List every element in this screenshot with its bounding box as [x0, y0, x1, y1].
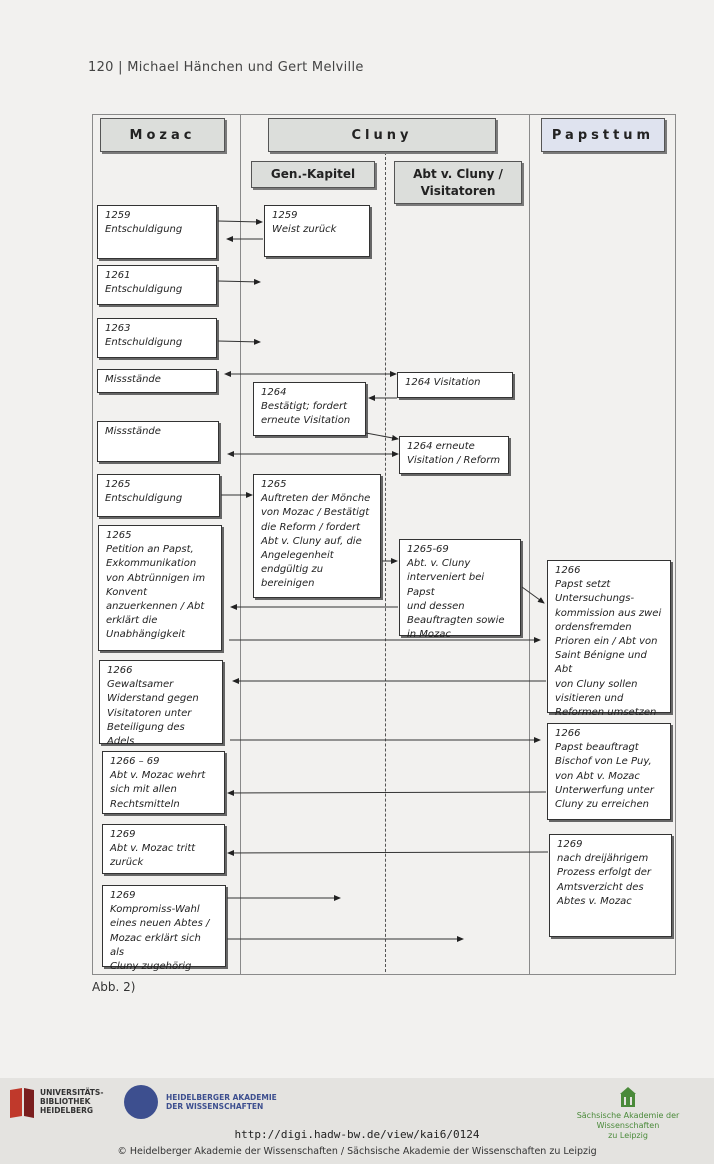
saw-label: Sächsische Akademie der Wissenschaften z…: [576, 1111, 680, 1140]
column-divider-2: [529, 114, 530, 975]
mozac-box-1269-wahl: 1269 Kompromiss-Wahl eines neuen Abtes /…: [102, 885, 226, 972]
arrow-abt-to-papst: [521, 586, 545, 604]
genkapitel-box-1265: 1265 Auftreten der Mönche von Mozac / Be…: [253, 474, 381, 598]
papst-box-1269: 1269 nach dreijährigem Prozess erfolgt d…: [549, 834, 672, 937]
ub-heidelberg-label: UNIVERSITÄTS- BIBLIOTHEK HEIDELBERG: [40, 1088, 104, 1115]
subheader-gen-kapitel: Gen.-Kapitel: [251, 161, 375, 188]
copyright-line: © Heidelberger Akademie der Wissenschaft…: [117, 1146, 597, 1157]
abt-box-1265-69: 1265-69 Abt. v. Cluny interveniert bei P…: [399, 539, 521, 640]
mozac-box-1263: 1263 Entschuldigung: [97, 318, 217, 358]
mozac-box-1259: 1259 Entschuldigung: [97, 205, 217, 259]
figure-caption: Abb. 2): [92, 980, 136, 994]
diagram-frame: [92, 114, 676, 975]
running-header: 120 | Michael Hänchen und Gert Melville: [88, 60, 364, 75]
column-header-cluny: Cluny: [268, 118, 496, 152]
mozac-box-missstaende-1: Missstände: [97, 369, 217, 393]
genkapitel-box-1264: 1264 Bestätigt; fordert erneute Visitati…: [253, 382, 366, 436]
mozac-box-1269-ruecktritt: 1269 Abt v. Mozac tritt zurück: [102, 824, 225, 874]
column-divider-1: [240, 114, 241, 975]
footer-bar: [0, 1078, 714, 1164]
arrow-gen-to-erneut: [365, 432, 399, 441]
arrow-papst-to-1269: [227, 849, 549, 856]
cluny-divider-dashed: [385, 152, 386, 972]
had-seal-icon: [124, 1085, 158, 1119]
mozac-box-missstaende-2: Missstände: [97, 421, 219, 462]
had-label: HEIDELBERGER AKADEMIE DER WISSENSCHAFTEN: [166, 1093, 277, 1111]
flow-arrows: [217, 218, 549, 942]
mozac-box-1265-entschuldigung: 1265 Entschuldigung: [97, 474, 220, 517]
papst-box-1266-kommission: 1266 Papst setzt Untersuchungs- kommissi…: [547, 560, 671, 718]
arrow-papst-to-1266-69: [227, 789, 547, 796]
source-url-link[interactable]: http://digi.hadw-bw.de/view/kai6/0124: [234, 1128, 480, 1141]
ub-logo-icon: [10, 1088, 34, 1118]
column-header-mozac: Mozac: [100, 118, 225, 152]
arrow-1261: [217, 278, 261, 285]
abt-box-1264-erneut: 1264 erneute Visitation / Reform: [399, 436, 509, 474]
arrow-1259-to-gen: [217, 218, 263, 225]
mozac-box-1261: 1261 Entschuldigung: [97, 265, 217, 305]
column-header-papsttum: Papsttum: [541, 118, 665, 152]
subheader-abt-visitatoren: Abt v. Cluny / Visitatoren: [394, 161, 522, 204]
mozac-box-1266: 1266 Gewaltsamer Widerstand gegen Visita…: [99, 660, 223, 747]
abt-box-1264-visitation: 1264 Visitation: [397, 372, 513, 398]
arrow-1263: [217, 338, 261, 345]
genkapitel-box-1259: 1259 Weist zurück: [264, 205, 370, 257]
mozac-box-1266-69: 1266 – 69 Abt v. Mozac wehrt sich mit al…: [102, 751, 225, 814]
papst-box-1266-bischof: 1266 Papst beauftragt Bischof von Le Puy…: [547, 723, 671, 820]
saw-building-icon: [620, 1087, 636, 1107]
mozac-box-1265-petition: 1265 Petition an Papst, Exkommunikation …: [98, 525, 222, 651]
